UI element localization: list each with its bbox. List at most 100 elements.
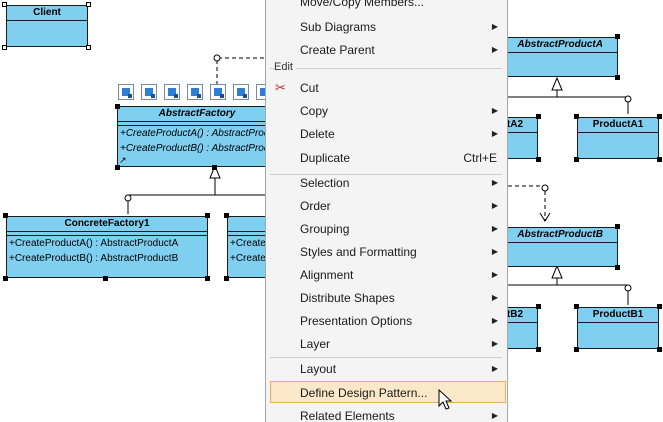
class-attributes [578, 133, 658, 145]
submenu-arrow-icon: ▶ [491, 45, 498, 54]
submenu-arrow-icon: ▶ [491, 293, 498, 302]
menu-item-label: Sub Diagrams [300, 20, 377, 34]
selection-handle[interactable] [536, 157, 541, 162]
mouse-pointer-icon [438, 389, 452, 410]
selection-handle[interactable] [115, 165, 120, 170]
resource-generalization-icon[interactable] [141, 84, 157, 100]
menu-item-label: Delete [300, 127, 335, 141]
selection-handle[interactable] [657, 114, 662, 119]
menu-item-label: Layout [300, 362, 337, 376]
selection-handle[interactable] [615, 75, 620, 80]
submenu-arrow-icon: ▶ [491, 247, 498, 256]
selection-handle[interactable] [536, 114, 541, 119]
selection-handle[interactable] [657, 347, 662, 352]
selection-handle[interactable] [3, 276, 8, 281]
operation: +CreateProductB() : AbstractProduct [120, 143, 276, 154]
selection-handle[interactable] [574, 304, 579, 309]
menu-item-grouping[interactable]: Grouping ▶ [266, 218, 507, 240]
menu-separator [270, 174, 502, 175]
selection-handle[interactable] [536, 347, 541, 352]
class-concrete-factory1[interactable]: ConcreteFactory1 +CreateProductA() : Abs… [6, 216, 208, 278]
class-abstract-factory[interactable]: AbstractFactory +CreateProductA() : Abst… [117, 106, 277, 167]
selection-handle[interactable] [224, 276, 229, 281]
selection-handle[interactable] [86, 45, 91, 50]
submenu-arrow-icon: ▶ [491, 411, 498, 420]
selection-handle[interactable] [615, 34, 620, 39]
resource-composition-icon[interactable] [233, 84, 249, 100]
menu-item-selection[interactable]: Selection ▶ [266, 172, 507, 194]
selection-handle[interactable] [103, 276, 108, 281]
resource-association-icon[interactable] [118, 84, 134, 100]
selection-handle[interactable] [205, 213, 210, 218]
menu-item-label: Selection [300, 176, 350, 190]
menu-item-label: Styles and Formatting [300, 245, 417, 259]
selection-handle[interactable] [224, 213, 229, 218]
class-attributes [7, 21, 87, 34]
menu-item-copy[interactable]: Copy ▶ [266, 100, 507, 122]
menu-item-related-elements[interactable]: Related Elements ▶ [266, 405, 507, 422]
selection-handle[interactable] [3, 213, 8, 218]
submenu-arrow-icon: ▶ [491, 270, 498, 279]
class-name: AbstractProductB [451, 228, 617, 243]
menu-item-duplicate[interactable]: Duplicate Ctrl+E [266, 147, 507, 169]
selection-handle[interactable] [615, 265, 620, 270]
menu-item-label: Cut [300, 81, 319, 95]
selection-handle[interactable] [615, 224, 620, 229]
resource-dependency-icon[interactable] [187, 84, 203, 100]
selection-handle[interactable] [2, 2, 7, 7]
menu-item-cut[interactable]: ✂ Cut [266, 77, 507, 99]
menu-item-presentation-options[interactable]: Presentation Options ▶ [266, 310, 507, 332]
menu-item-create-parent[interactable]: Create Parent ▶ [266, 39, 507, 61]
resource-realization-icon[interactable] [164, 84, 180, 100]
operation: +CreateProductB() : AbstractProductB [9, 253, 179, 264]
menu-item-label: Alignment [300, 268, 354, 282]
menu-item-label: Grouping [300, 222, 350, 236]
selection-handle[interactable] [657, 157, 662, 162]
menu-item-move-copy-members[interactable]: Move/Copy Members... [266, 0, 507, 13]
class-client[interactable]: Client [6, 5, 88, 47]
menu-separator [270, 68, 502, 69]
selection-handle[interactable] [2, 45, 7, 50]
class-product-b1[interactable]: ProductB1 [577, 307, 659, 349]
resource-aggregation-icon[interactable] [210, 84, 226, 100]
submenu-arrow-icon: ▶ [491, 129, 498, 138]
menu-item-label: Layer [300, 337, 331, 351]
scissors-icon: ✂ [275, 80, 286, 95]
submenu-arrow-icon: ▶ [491, 106, 498, 115]
menu-item-order[interactable]: Order ▶ [266, 195, 507, 217]
selection-handle[interactable] [574, 347, 579, 352]
submenu-arrow-icon: ▶ [491, 364, 498, 373]
selection-handle[interactable] [574, 114, 579, 119]
selection-handle[interactable] [212, 165, 217, 170]
menu-item-styles-and-formatting[interactable]: Styles and Formatting ▶ [266, 241, 507, 263]
class-name: ProductA1 [578, 118, 658, 133]
class-attributes [7, 232, 207, 236]
menu-item-label: Order [300, 199, 331, 213]
menu-item-label: Presentation Options [300, 314, 413, 328]
resize-grip-icon[interactable]: ↗ [119, 155, 127, 165]
selection-handle[interactable] [657, 304, 662, 309]
menu-item-label: Related Elements [300, 409, 395, 422]
menu-item-delete[interactable]: Delete ▶ [266, 123, 507, 145]
menu-item-distribute-shapes[interactable]: Distribute Shapes ▶ [266, 287, 507, 309]
menu-item-label: Distribute Shapes [300, 291, 395, 305]
class-name: ConcreteFactory1 [7, 217, 207, 232]
class-product-a1[interactable]: ProductA1 [577, 117, 659, 159]
selection-handle[interactable] [574, 157, 579, 162]
submenu-arrow-icon: ▶ [491, 22, 498, 31]
class-name: Client [7, 6, 87, 21]
selection-handle[interactable] [115, 104, 120, 109]
menu-item-layout[interactable]: Layout ▶ [266, 358, 507, 380]
selection-handle[interactable] [86, 2, 91, 7]
submenu-arrow-icon: ▶ [491, 178, 498, 187]
menu-item-sub-diagrams[interactable]: Sub Diagrams ▶ [266, 16, 507, 38]
menu-item-layer[interactable]: Layer ▶ [266, 333, 507, 355]
class-attributes [578, 323, 658, 335]
shortcut-label: Ctrl+E [463, 151, 497, 165]
menu-item-define-design-pattern[interactable]: Define Design Pattern... [270, 381, 506, 403]
selection-handle[interactable] [536, 304, 541, 309]
selection-handle[interactable] [205, 276, 210, 281]
menu-item-alignment[interactable]: Alignment ▶ [266, 264, 507, 286]
